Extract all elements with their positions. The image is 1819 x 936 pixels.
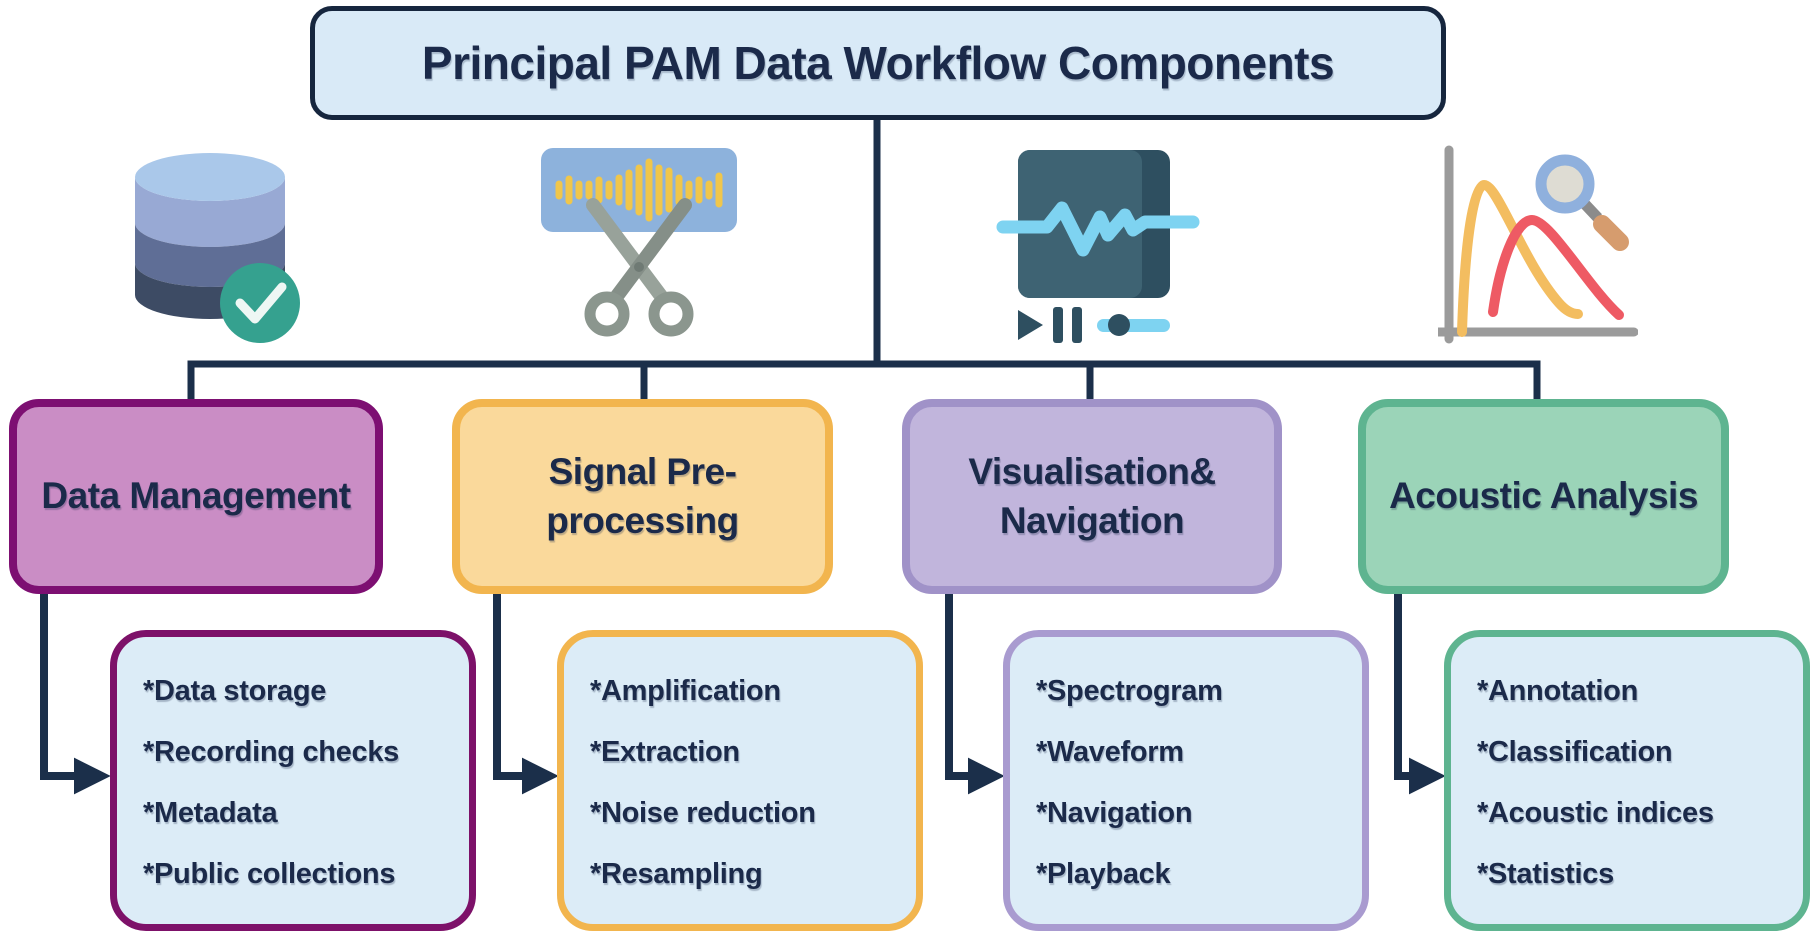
branch-rail-line	[187, 360, 1541, 400]
tree-connector	[187, 120, 1541, 400]
waveform-player-icon	[995, 144, 1200, 359]
arrow-visualisation-navigation	[945, 592, 1005, 795]
detail-box-data-management: *Data storage *Recording checks *Metadat…	[110, 630, 476, 931]
database-check-icon	[125, 145, 305, 350]
detail-item: *Waveform	[1036, 736, 1184, 768]
branch-label: Acoustic Analysis	[1389, 475, 1698, 517]
detail-item: *Noise reduction	[590, 797, 816, 829]
player-controls	[1018, 307, 1170, 343]
detail-box-signal-preprocessing: *Amplification *Extraction *Noise reduct…	[557, 630, 923, 931]
page-title: Principal PAM Data Workflow Components	[421, 37, 1335, 89]
detail-item: *Playback	[1036, 858, 1171, 890]
branch-label: Signal Pre- processing	[546, 451, 739, 541]
branch-box-acoustic-analysis: Acoustic Analysis	[1358, 399, 1729, 594]
arrow-signal-preprocessing	[493, 590, 559, 795]
detail-arrows	[40, 590, 1446, 795]
arrow-acoustic-analysis	[1394, 590, 1446, 795]
detail-item: *Metadata	[143, 797, 278, 829]
detail-item: *Navigation	[1036, 797, 1193, 829]
detail-item: *Amplification	[590, 675, 781, 707]
detail-item: *Public collections	[143, 858, 396, 890]
branch-label: Data Management	[41, 475, 351, 517]
detail-item: *Acoustic indices	[1477, 797, 1714, 829]
detail-item: *Recording checks	[143, 736, 399, 768]
audio-clip-scissors-icon	[539, 146, 739, 351]
detail-box-acoustic-analysis: *Annotation *Classification *Acoustic in…	[1444, 630, 1810, 931]
detail-item: *Spectrogram	[1036, 675, 1223, 707]
detail-item: *Statistics	[1477, 858, 1614, 890]
title-box: Principal PAM Data Workflow Components	[310, 6, 1446, 120]
detail-item: *Resampling	[590, 858, 763, 890]
detail-item: *Annotation	[1477, 675, 1639, 707]
branch-box-signal-preprocessing: Signal Pre- processing	[452, 399, 833, 594]
arrow-data-management	[40, 592, 111, 795]
detail-item: *Data storage	[143, 675, 327, 707]
detail-item: *Extraction	[590, 736, 740, 768]
branch-box-data-management: Data Management	[9, 399, 383, 594]
scissors	[584, 198, 694, 337]
branch-label: Visualisation& Navigation	[968, 451, 1216, 541]
magnifier	[1535, 154, 1629, 251]
branch-box-visualisation-navigation: Visualisation& Navigation	[902, 399, 1282, 594]
chart-magnifier-icon	[1433, 142, 1639, 357]
detail-box-visualisation-navigation: *Spectrogram *Waveform *Navigation *Play…	[1003, 630, 1369, 931]
detail-item: *Classification	[1477, 736, 1673, 768]
